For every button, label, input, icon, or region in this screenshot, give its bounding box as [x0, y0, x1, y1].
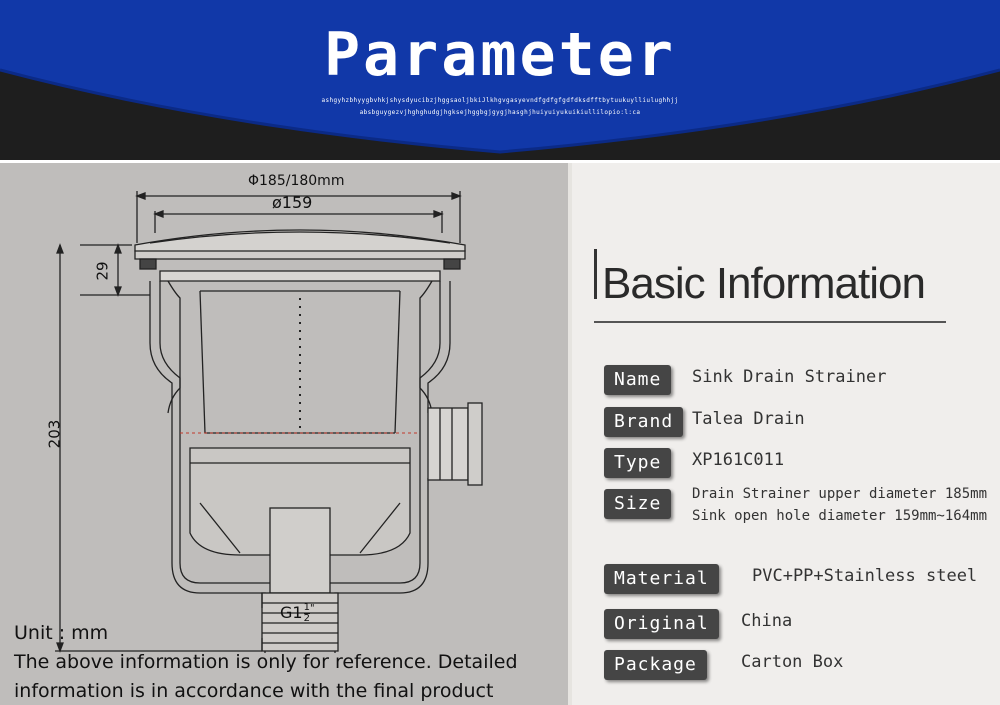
thread-frac-num: 1: [303, 602, 310, 613]
drain-cross-section-drawing: [55, 191, 483, 653]
strainer-rim: [134, 250, 466, 260]
info-value-size-line1: Drain Strainer upper diameter 185mm: [692, 486, 988, 502]
center-pipe: [269, 507, 331, 594]
info-value-size: Drain Strainer upper diameter 185mm Sink…: [692, 483, 987, 527]
side-outlet: [427, 407, 469, 481]
header-banner: Parameter ashgyhzbhyygbvhkjshysdyucibzjh…: [0, 0, 1000, 160]
info-label-material: Material: [604, 564, 719, 594]
dim-203-label: 203: [45, 419, 64, 449]
decorative-subtitle-line2: absbguygezvjhghghudgjhgksejhggbgjgygjhas…: [359, 109, 641, 116]
panel-divider: [568, 163, 572, 705]
heading-underline: [594, 321, 946, 323]
page-title: Parameter: [323, 20, 677, 90]
disclaimer-line1: The above information is only for refere…: [14, 651, 518, 673]
info-label-type: Type: [604, 448, 672, 478]
info-value-original: China: [741, 611, 793, 631]
info-value-size-line2: Sink open hole diameter 159mm~164mm: [692, 508, 988, 524]
info-label-name: Name: [604, 365, 672, 395]
info-label-size: Size: [604, 489, 672, 519]
dim-outer-label: Φ185/180mm: [248, 173, 345, 189]
disclaimer-line2: information is in accordance with the fi…: [14, 680, 494, 702]
info-value-brand: Talea Drain: [692, 409, 805, 429]
info-label-package: Package: [604, 650, 707, 680]
thread-spec: G1: [280, 603, 303, 622]
decorative-subtitle-line1: ashgyhzbhyygbvhkjshysdyucibzjhggsaoljbki…: [321, 97, 679, 104]
info-value-package: Carton Box: [741, 652, 844, 672]
unit-note: Unit : mm: [14, 622, 109, 644]
info-label-brand: Brand: [604, 407, 684, 437]
basic-info-panel: Basic Information Name Sink Drain Strain…: [572, 163, 1000, 705]
banner-background: [0, 0, 1000, 154]
basic-info-heading: Basic Information: [602, 259, 926, 308]
info-value-name: Sink Drain Strainer: [692, 367, 887, 387]
info-label-original: Original: [604, 609, 719, 639]
info-value-material: PVC+PP+Stainless steel: [752, 566, 978, 586]
info-value-type: XP161C011: [692, 450, 785, 470]
dim-inner-label: ø159: [272, 193, 313, 212]
thread-frac-den: 2: [303, 613, 310, 624]
thread-inch-mark: ": [309, 603, 315, 614]
dim-29-label: 29: [93, 261, 112, 281]
heading-accent-mark: [594, 249, 597, 299]
